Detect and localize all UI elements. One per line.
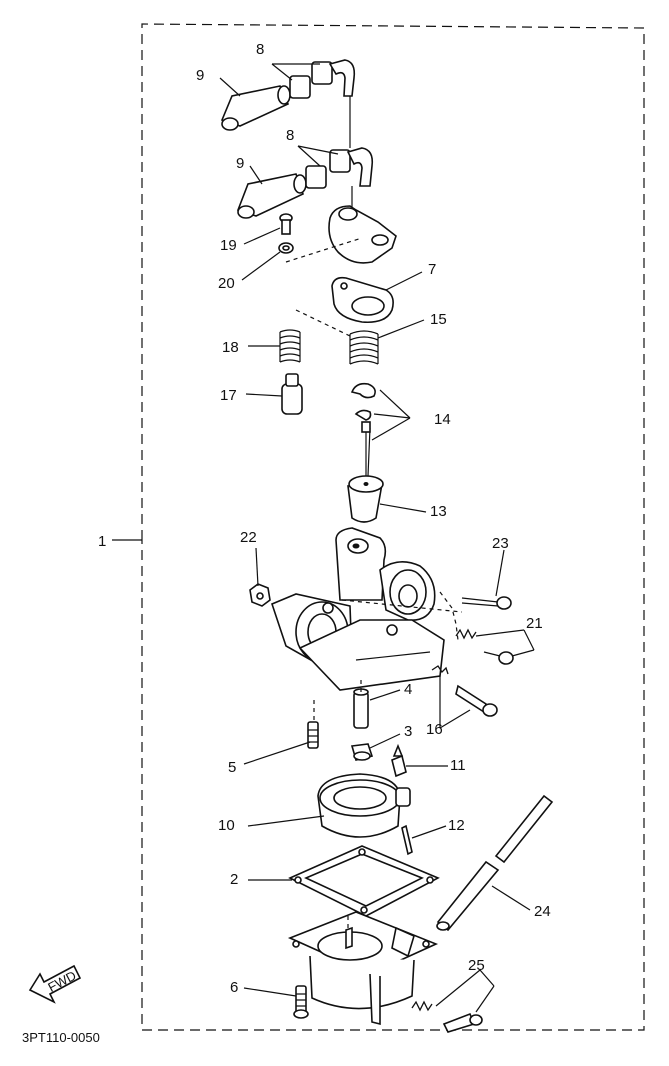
label-part-4: 4 (404, 681, 412, 698)
label-part-5: 5 (228, 759, 236, 776)
part-6-drain-screw (293, 985, 309, 1019)
part-10-float (317, 773, 411, 838)
part-18-spring (279, 329, 301, 363)
label-part-6: 6 (230, 979, 238, 996)
part-9-upper-cap (220, 85, 291, 131)
part-12-float-pin (401, 824, 413, 856)
part-16-throttle-screw (431, 665, 498, 717)
part-14-needle-set (350, 382, 376, 477)
part-5-pilot-jet (307, 721, 319, 749)
part-15-spring (349, 330, 379, 365)
label-part-11: 11 (450, 757, 466, 774)
part-8-lower-elbow (305, 147, 374, 189)
part-20-washer (278, 242, 294, 254)
label-part-13: 13 (430, 503, 447, 520)
fwd-label: FWD (45, 968, 78, 995)
part-8-upper-elbow (289, 59, 356, 99)
part-11-float-needle (391, 743, 407, 778)
carburetor-body (271, 527, 445, 691)
part-labels: 1 2 3 4 5 6 7 8 8 9 9 10 11 12 13 14 15 … (98, 41, 551, 996)
part-25-air-screw (411, 1000, 483, 1033)
label-part-14: 14 (434, 411, 451, 428)
label-part-9-upper: 9 (196, 67, 204, 84)
carburetor-top-cap (328, 205, 397, 264)
part-21-pilot-screw (455, 628, 514, 665)
label-part-20: 20 (218, 275, 235, 292)
part-9-lower-cap (236, 173, 307, 219)
label-part-18: 18 (222, 339, 239, 356)
label-part-9-lower: 9 (236, 155, 244, 172)
label-part-24: 24 (534, 903, 551, 920)
label-part-16: 16 (426, 721, 443, 738)
part-4-needle-jet (353, 688, 369, 729)
label-part-1: 1 (98, 533, 106, 550)
label-part-17: 17 (220, 387, 237, 404)
label-part-8-upper: 8 (256, 41, 264, 58)
part-2-float-bowl-gasket (288, 845, 440, 917)
part-23-screw (461, 596, 512, 610)
connector-line (295, 309, 351, 337)
label-part-22: 22 (240, 529, 257, 546)
label-part-15: 15 (430, 311, 447, 328)
connector-line (439, 591, 459, 641)
part-3-main-jet (350, 743, 374, 761)
label-part-2: 2 (230, 871, 238, 888)
diagram-code: 3PT110-0050 (22, 1030, 100, 1045)
part-22-nut (249, 583, 271, 607)
label-part-19: 19 (220, 237, 237, 254)
part-17-plunger (281, 373, 303, 415)
label-part-25: 25 (468, 957, 485, 974)
label-part-7: 7 (428, 261, 436, 278)
label-part-23: 23 (492, 535, 509, 552)
leader-lines (219, 63, 535, 1013)
label-part-10: 10 (218, 817, 235, 834)
part-19-screw (279, 213, 293, 235)
float-bowl (287, 911, 439, 1026)
part-7-gasket (331, 276, 394, 324)
part-24-overflow-tube (436, 794, 554, 932)
label-part-12: 12 (448, 817, 465, 834)
part-13-throttle-valve (347, 475, 384, 523)
label-part-8-lower: 8 (286, 127, 294, 144)
fwd-arrow-icon: FWD (28, 964, 82, 1004)
label-part-21: 21 (526, 615, 543, 632)
label-part-3: 3 (404, 723, 412, 740)
